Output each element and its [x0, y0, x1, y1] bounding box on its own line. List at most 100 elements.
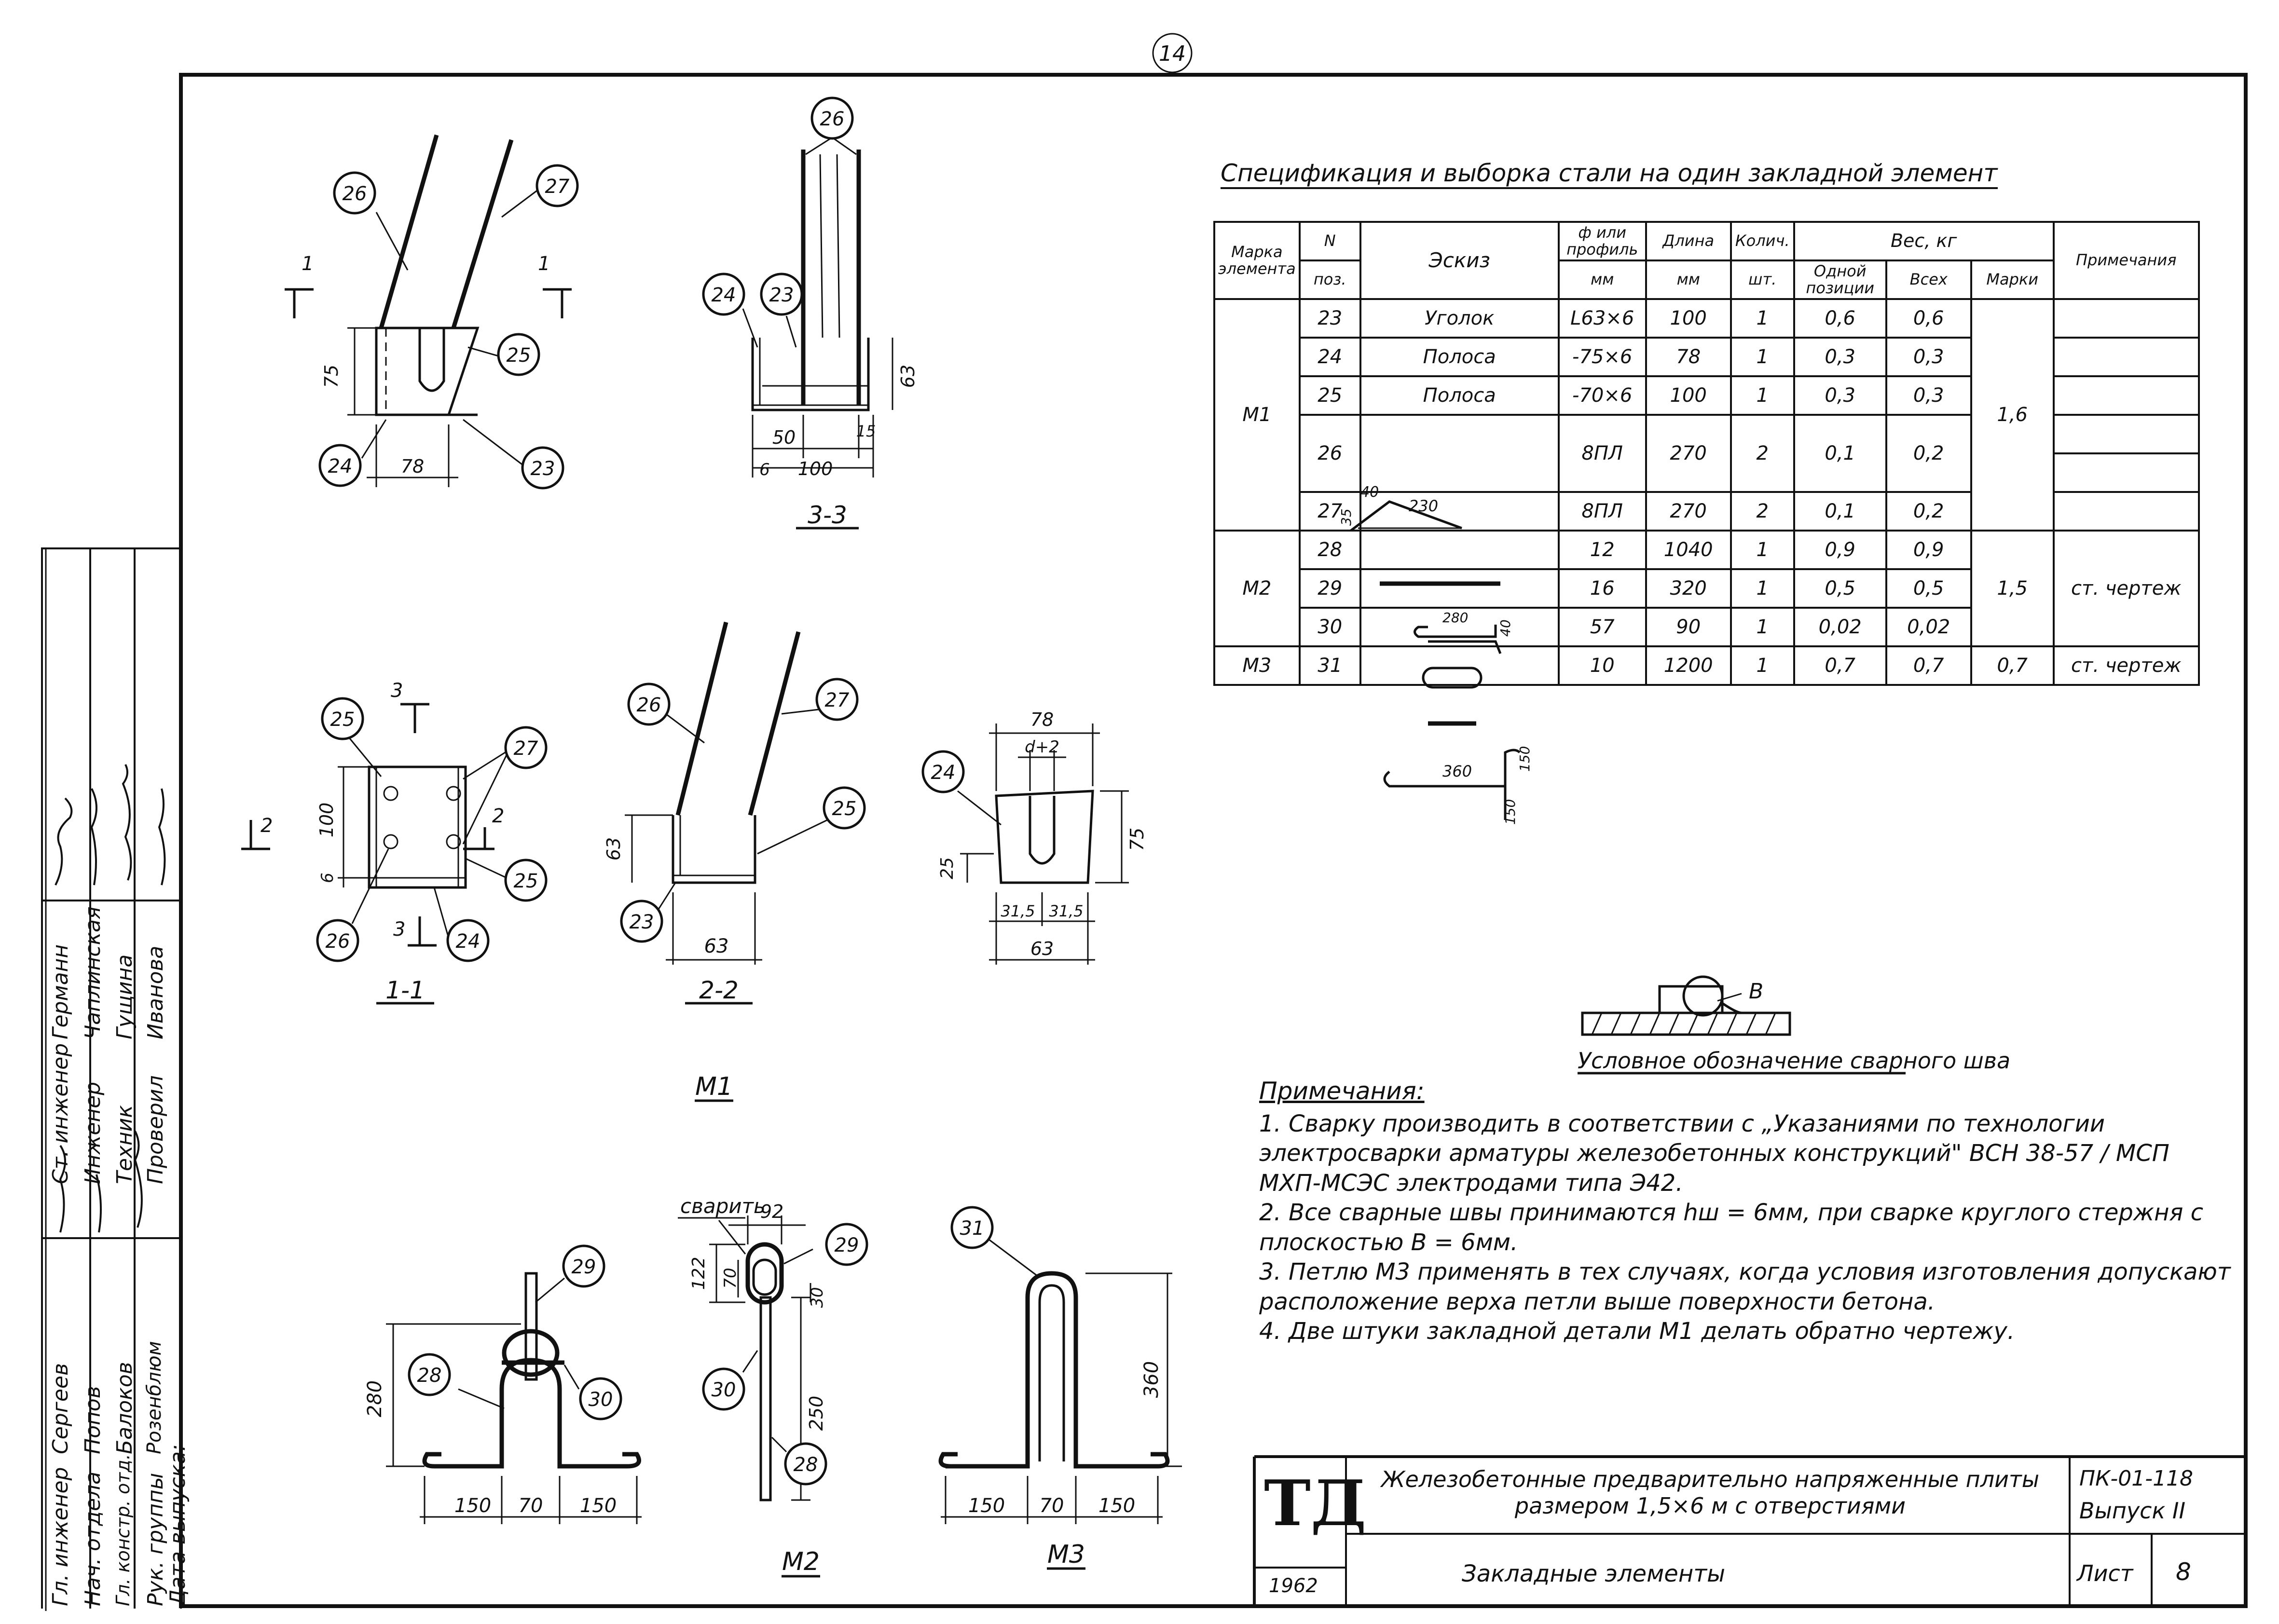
cell-one: 0,6	[1793, 298, 1887, 339]
m1-plate-dim-315b: 31,5	[1049, 902, 1083, 920]
m2a-dim-150b: 150	[580, 1495, 617, 1517]
m2b-bubble-30: 30	[712, 1379, 736, 1401]
cell-qty: 1	[1730, 607, 1795, 647]
m1-11-bubble-27: 27	[514, 737, 538, 760]
m3-dim-70: 70	[1040, 1495, 1064, 1517]
cell-qty: 1	[1730, 298, 1795, 339]
m1-section-22	[620, 621, 866, 1005]
cell-one: 0,9	[1793, 530, 1887, 570]
signature-stamp: Гл. инженер Сергеев Нач. отдела Попов Гл…	[41, 547, 190, 1609]
m1-33-bubble-23: 23	[769, 284, 794, 306]
cell-note: ст. чертеж	[2052, 530, 2200, 647]
cell-qty: 1	[1730, 530, 1795, 570]
m1-11-bubble-26: 26	[326, 930, 350, 953]
cell-all: 0,02	[1885, 607, 1972, 647]
cell-length: 1040	[1645, 530, 1732, 570]
cell-mark: М1	[1213, 298, 1301, 532]
cell-pos: 28	[1298, 530, 1361, 570]
hdr-qty: Колич.	[1730, 221, 1795, 261]
cell-sketch	[1359, 607, 1560, 647]
cell-profile: -70×6	[1557, 375, 1647, 416]
cell-all: 0,7	[1885, 645, 1972, 686]
cell-one: 0,7	[1793, 645, 1887, 686]
m1-22-dim-63-v: 63	[603, 837, 624, 860]
m1-plate-bubble-24: 24	[931, 762, 956, 784]
m1-33-dim-50: 50	[772, 427, 796, 448]
cell-note	[2052, 337, 2200, 377]
m2a-dim-150a: 150	[454, 1495, 491, 1517]
hdr-mark: Марка элемента	[1213, 221, 1301, 300]
cell-length: 270	[1645, 414, 1732, 493]
notes-block: Примечания: 1. Сварку производить в соот…	[1259, 1076, 2234, 1347]
hdr-weight-one: Одной позиции	[1793, 259, 1887, 300]
m1-front-cut-right: 1	[538, 253, 550, 275]
cell-length: 100	[1645, 298, 1732, 339]
m1-front-dim-78: 78	[401, 456, 424, 477]
m1-11-dim-6: 6	[318, 873, 337, 883]
m1-11-cut-3-top: 3	[391, 680, 403, 702]
cell-qty: 1	[1730, 568, 1795, 609]
title-block-year: 1962	[1269, 1575, 1318, 1597]
m1-33-label: 3-3	[808, 501, 847, 529]
cell-pos: 24	[1298, 337, 1361, 377]
sheet-number: 14	[1159, 41, 1186, 66]
m2a-bubble-29: 29	[572, 1256, 596, 1278]
spec-title: Спецификация и выборка стали на один зак…	[1221, 159, 1998, 189]
m1-33-bubble-24: 24	[712, 284, 736, 306]
cell-length: 1200	[1645, 645, 1732, 686]
cell-sketch	[1359, 530, 1560, 570]
table-row: 30 57 90 1 0,02 0,02	[1214, 607, 2199, 647]
m1-front-view	[285, 134, 579, 490]
title-block-sheet-label: Лист	[2077, 1560, 2133, 1586]
hdr-notes: Примечания	[2052, 221, 2200, 300]
m2a-dim-280: 280	[364, 1380, 386, 1417]
table-row: 29 16 320 1 0,5 0,5	[1214, 568, 2199, 609]
m1-plate-dim-63: 63	[1030, 938, 1054, 959]
m3-dim-150a: 150	[968, 1495, 1005, 1517]
cell-length: 78	[1645, 337, 1732, 377]
m1-plate-dim-25: 25	[937, 857, 957, 879]
cell-all: 0,2	[1885, 491, 1972, 532]
cell-sketch: Полоса	[1359, 375, 1560, 416]
title-block-project: Железобетонные предварительно напряженны…	[1381, 1466, 2040, 1519]
m1-33-dim-100: 100	[798, 458, 833, 479]
cell-sketch	[1359, 414, 1560, 493]
m1-22-bubble-27: 27	[825, 689, 850, 711]
weld-symbol-label: Условное обозначение сварного шва	[1578, 1048, 2010, 1074]
m1-11-bubble-25b: 25	[514, 870, 538, 892]
cell-sketch	[1359, 491, 1560, 532]
m1-plate-dim-d2: d+2	[1025, 737, 1059, 757]
table-row: 24 Полоса -75×6 78 1 0,3 0,3	[1214, 337, 2200, 377]
cell-note	[2052, 414, 2200, 454]
hdr-pos-n: N	[1298, 221, 1361, 261]
cell-one: 0,1	[1793, 491, 1887, 532]
cell-profile: 10	[1557, 645, 1647, 686]
m2-view-b	[702, 1215, 868, 1501]
title-block-sheet-title: Закладные элементы	[1462, 1560, 1726, 1587]
m1-11-dim-100: 100	[316, 803, 337, 838]
cell-note: ст. чертеж	[2052, 645, 2200, 686]
cell-profile: 8ПЛ	[1557, 491, 1647, 532]
table-row: 25 Полоса -70×6 100 1 0,3 0,3	[1214, 375, 2200, 416]
cell-one: 0,02	[1793, 607, 1887, 647]
m2b-weld-note: сварить	[680, 1194, 766, 1218]
m1-11-bubble-24: 24	[456, 930, 481, 953]
m2b-dim-30: 30	[808, 1287, 827, 1308]
m1-front-bubble-25: 25	[507, 344, 531, 367]
hdr-weight: Вес, кг	[1793, 221, 2055, 261]
table-row: М2 28 12 1040 1 0,9 0,9 1,5 ст. чертеж	[1213, 530, 2200, 647]
hdr-sketch: Эскиз	[1359, 221, 1560, 300]
m2a-bubble-30: 30	[589, 1389, 613, 1411]
cell-sketch: Полоса	[1359, 337, 1560, 377]
cell-length: 100	[1645, 375, 1732, 416]
m3-bubble-31: 31	[960, 1217, 985, 1240]
m1-33-dim-6: 6	[759, 460, 770, 479]
hdr-length: Длина	[1645, 221, 1732, 261]
m1-front-bubble-24: 24	[328, 455, 353, 478]
m1-front-bubble-26: 26	[343, 183, 367, 205]
m1-plate-dim-78: 78	[1030, 709, 1054, 730]
m2b-bubble-29: 29	[835, 1234, 859, 1256]
cell-mark-weight: 0,7	[1970, 645, 2055, 686]
title-block-frame	[1253, 1455, 2246, 1606]
